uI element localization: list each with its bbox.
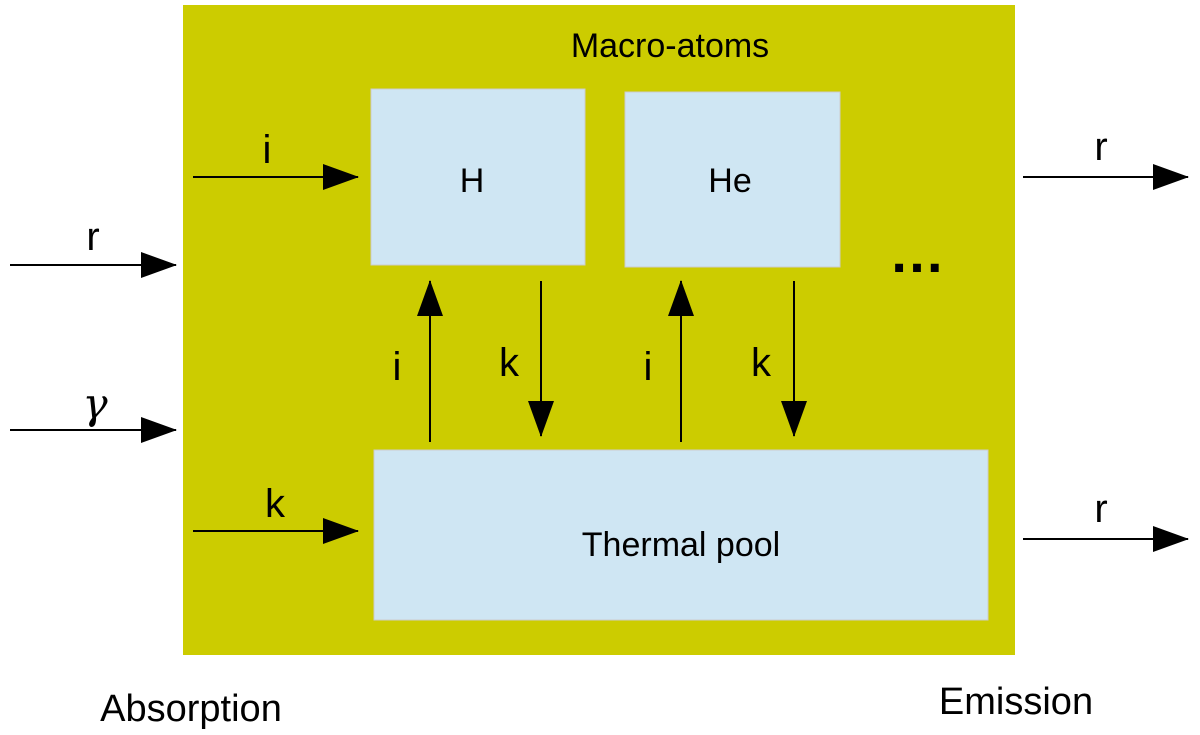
- h-box-label: H: [460, 162, 485, 200]
- more-atoms-ellipsis: …: [889, 221, 955, 284]
- incoming-r-label: r: [86, 215, 99, 259]
- thermal-pool-label: Thermal pool: [582, 526, 780, 564]
- he-box-label: He: [708, 162, 751, 200]
- absorption-label: Absorption: [100, 688, 282, 730]
- h-box: [370, 88, 586, 266]
- incoming-gamma-label: γ: [82, 379, 108, 428]
- arrow-k-to-thermal-pool-label: k: [265, 482, 286, 526]
- outgoing-r-top-label: r: [1094, 125, 1107, 169]
- he-box: [624, 91, 841, 268]
- outgoing-r-bottom-label: r: [1094, 487, 1107, 531]
- arrow-i-up-to-he-label: i: [644, 345, 653, 389]
- arrow-i-up-to-h-label: i: [393, 345, 402, 389]
- container-title: Macro-atoms: [571, 27, 769, 65]
- arrow-i-to-h-label: i: [263, 128, 272, 172]
- emission-label: Emission: [939, 681, 1093, 723]
- arrow-k-down-from-h-label: k: [499, 341, 520, 385]
- thermal-pool-box: [373, 449, 989, 621]
- arrow-k-down-from-he-label: k: [751, 341, 772, 385]
